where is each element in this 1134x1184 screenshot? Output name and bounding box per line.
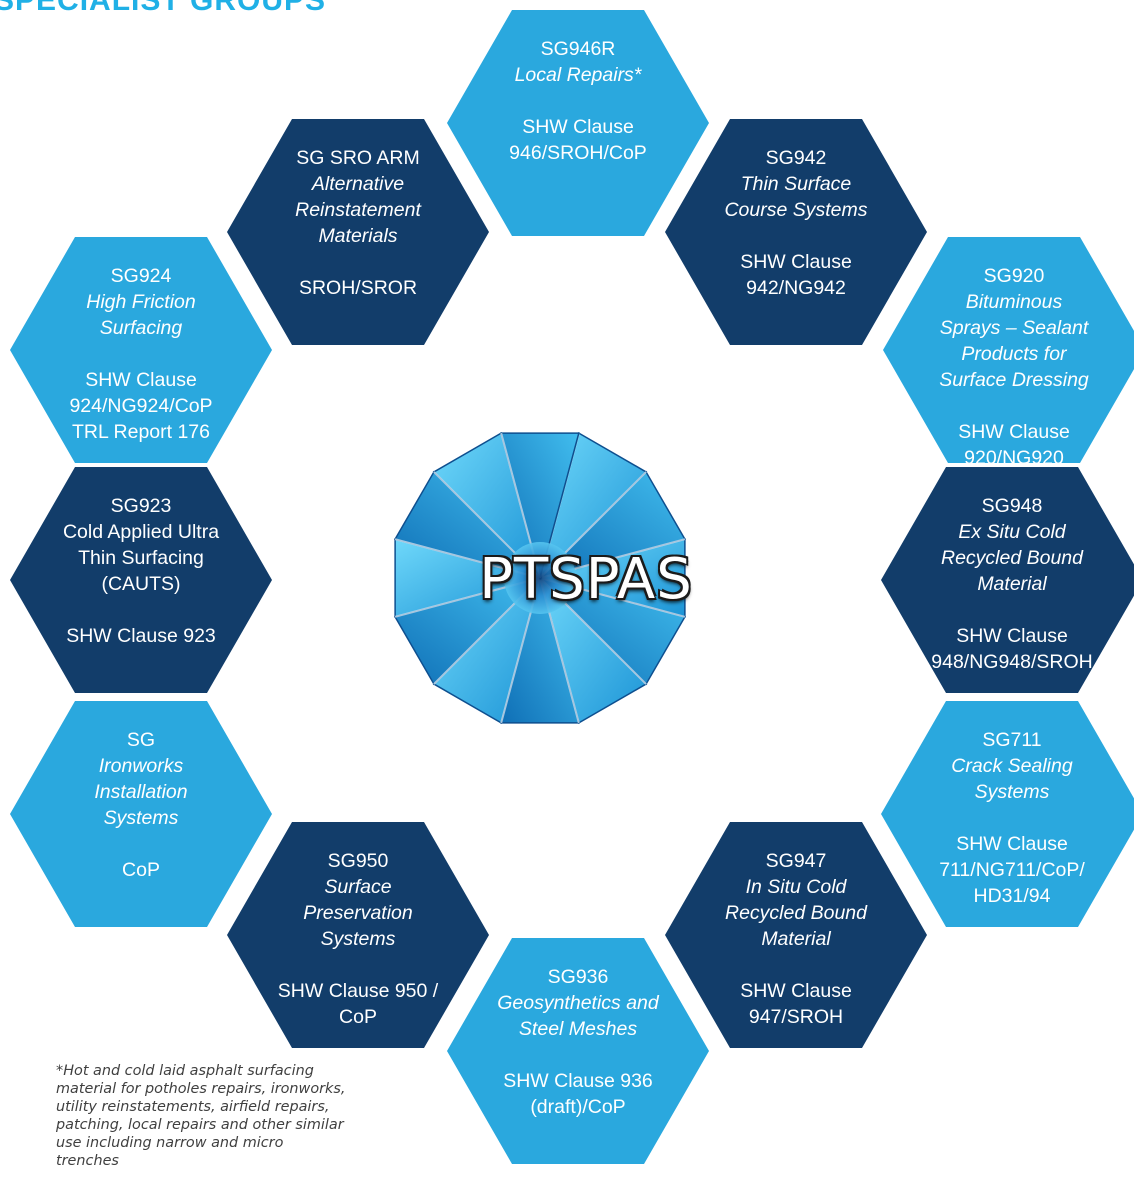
hexagon-sg947: SG947 In Situ Cold Recycled Bound Materia… (665, 822, 927, 1048)
group-reference: SHW Clause 942/NG942 (740, 251, 852, 299)
hexagon-text: SG947 In Situ Cold Recycled Bound Materia… (695, 848, 897, 1030)
hexagon-text: SG948 Ex Situ Cold Recycled Bound Materia… (895, 493, 1129, 675)
group-code: SG SRO ARM (296, 147, 420, 169)
group-code: SG920 (983, 265, 1045, 287)
hexagon-text: SG946R Local Repairs* SHW Clause 946/SROH/… (477, 36, 679, 166)
group-reference: SHW Clause 946/SROH/CoP (509, 116, 647, 164)
group-code: SG950 (327, 850, 389, 872)
group-reference: SHW Clause 936 (draft)/CoP (503, 1070, 653, 1118)
group-name: Surface Preservation Systems (303, 876, 413, 950)
group-name: Thin Surface Course Systems (724, 173, 868, 221)
group-name: Local Repairs* (514, 64, 642, 86)
hexagon-shape (447, 10, 709, 236)
group-name: Alternative Reinstatement Materials (295, 173, 421, 247)
group-name: Ex Situ Cold Recycled Bound Material (940, 521, 1083, 595)
group-code: SG942 (765, 147, 827, 169)
group-code: SG (126, 729, 156, 751)
group-code: SG711 (982, 729, 1042, 751)
hexagon-sg-sro-arm: SG SRO ARM Alternative Reinstatement Mate… (227, 119, 489, 345)
group-reference: SHW Clause 920/NG920 (958, 421, 1070, 469)
hexagon-shape (447, 938, 709, 1164)
hexagon-shape (227, 119, 489, 345)
center-label: PTSPAS (479, 547, 693, 612)
footnote: *Hot and cold laid asphalt surfacing mat… (56, 1063, 346, 1169)
group-reference: SHW Clause 924/NG924/CoP TRL Report 176 (69, 369, 213, 443)
hexagon-shape (883, 237, 1134, 463)
group-reference: SHW Clause 950 / CoP (277, 980, 439, 1028)
hexagon-shape (881, 701, 1134, 927)
hexagon-text: SG SRO ARM Alternative Reinstatement Mate… (257, 145, 459, 301)
group-name: In Situ Cold Recycled Bound Material (724, 876, 867, 950)
hexagon-shape (881, 467, 1134, 693)
hexagon-shape (665, 119, 927, 345)
group-code: SG936 (547, 966, 609, 988)
group-name: Crack Sealing Systems (951, 755, 1073, 803)
group-name: Ironworks Installation Systems (94, 755, 188, 829)
hexagon-shape (665, 822, 927, 1048)
group-name: Cold Applied Ultra Thin Surfacing (CAUTS… (62, 521, 220, 595)
group-name: High Friction Surfacing (86, 291, 196, 339)
group-name: Geosynthetics and Steel Meshes (497, 992, 659, 1040)
hexagon-sg946r: SG946R Local Repairs* SHW Clause 946/SROH/… (447, 10, 709, 236)
group-code: SG947 (765, 850, 827, 872)
hexagon-shape (10, 701, 272, 927)
group-code: SG923 (110, 495, 172, 517)
page-title: SPECIALIST GROUPS (0, 0, 327, 17)
group-reference: SHW Clause 923 (66, 625, 216, 647)
group-reference: SHW Clause 948/NG948/SROH (931, 625, 1093, 673)
hexagon-sg948: SG948 Ex Situ Cold Recycled Bound Materia… (881, 467, 1134, 693)
group-reference: CoP (122, 859, 160, 881)
hexagon-shape (227, 822, 489, 1048)
hexagon-shape (10, 467, 272, 693)
emblem-core (504, 542, 576, 614)
group-code: SG948 (981, 495, 1043, 517)
group-reference: SHW Clause 947/SROH (740, 980, 852, 1028)
group-name: Bituminous Sprays – Sealant Products for… (939, 291, 1089, 391)
hexagon-shape (10, 237, 272, 463)
group-reference: SHW Clause 711/NG711/CoP/ HD31/94 (939, 833, 1085, 907)
group-reference: SROH/SROR (298, 277, 418, 299)
group-code: SG946R (540, 38, 616, 60)
group-code: SG924 (110, 265, 172, 287)
